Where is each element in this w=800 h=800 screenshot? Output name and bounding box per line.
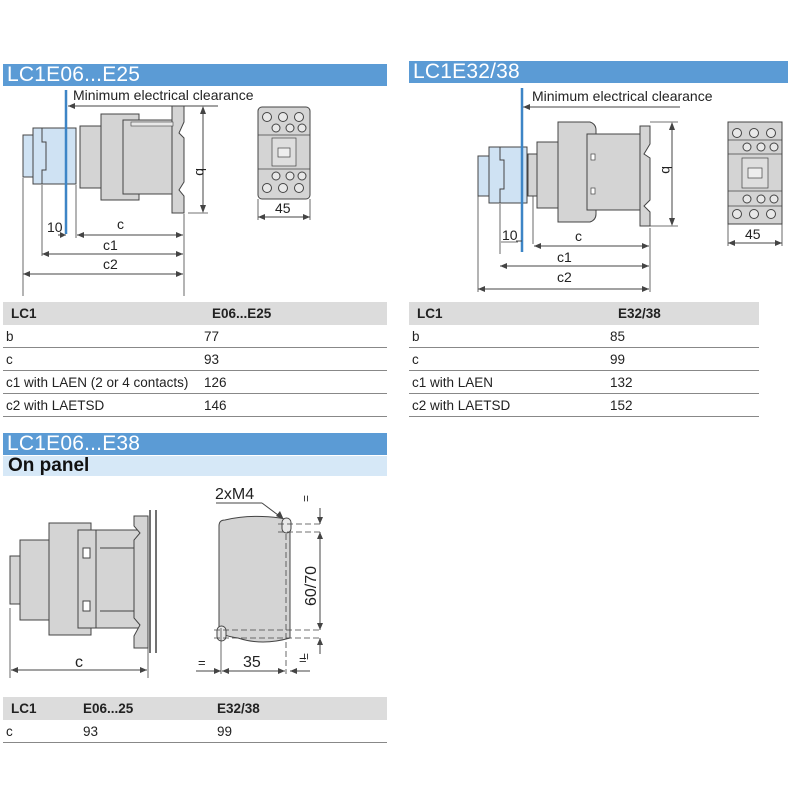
row-value: 85 bbox=[610, 325, 759, 348]
table-header-range: E32/38 bbox=[610, 302, 759, 325]
table-header-lc1: LC1 bbox=[409, 302, 610, 325]
dim-height-label: 60/70 bbox=[303, 566, 320, 606]
row-value: 132 bbox=[610, 370, 759, 394]
dim-c-label: c bbox=[117, 216, 124, 232]
row-label: c1 with LAEN bbox=[409, 370, 610, 394]
section-title-lc1e06-e38: LC1E06...E38 bbox=[3, 433, 387, 455]
row-value: 152 bbox=[610, 393, 759, 417]
row-label: b bbox=[409, 325, 610, 348]
dim-c1-label: c1 bbox=[103, 237, 118, 253]
clearance-label: Minimum electrical clearance bbox=[73, 87, 254, 103]
dim-c1-label: c1 bbox=[557, 249, 572, 265]
dim-c-label: c bbox=[575, 228, 582, 244]
dim-10-label: 10 bbox=[502, 227, 518, 243]
dim-10-label: 10 bbox=[47, 219, 63, 235]
dim-width-label: 45 bbox=[745, 226, 761, 242]
equal-mark-top: = bbox=[299, 495, 313, 502]
clearance-label: Minimum electrical clearance bbox=[532, 88, 713, 104]
row-label: b bbox=[3, 325, 204, 348]
equal-mark-right: = bbox=[299, 652, 307, 667]
row-label: c2 with LAETSD bbox=[3, 393, 204, 417]
dim-width-label: 35 bbox=[243, 654, 261, 671]
table-header-range: E06...E25 bbox=[204, 302, 387, 325]
table-header-lc1: LC1 bbox=[3, 302, 204, 325]
row-label: c1 with LAEN (2 or 4 contacts) bbox=[3, 370, 204, 394]
section-title-lc1e32-38: LC1E32/38 bbox=[409, 61, 788, 83]
row-value: 126 bbox=[204, 370, 387, 394]
panel-mounting-drawing: c 2xM4 60/70 = = 35 = = bbox=[9, 486, 323, 678]
row-label: c2 with LAETSD bbox=[409, 393, 610, 417]
row-label: c bbox=[3, 720, 77, 743]
row-value: 77 bbox=[204, 325, 387, 348]
dim-width-label: 45 bbox=[275, 200, 291, 216]
dim-c2-label: c2 bbox=[557, 269, 572, 285]
dimension-drawing-lc1e06-e25: Minimum electrical clearance b 10 c c1 c… bbox=[22, 87, 311, 296]
dim-b-label: b bbox=[659, 166, 675, 174]
equal-mark-bottom: = bbox=[299, 653, 313, 660]
table-header-e06-25: E06...25 bbox=[77, 697, 211, 720]
dimensions-table-on-panel: LC1 E06...25 E32/38 c 93 99 bbox=[3, 697, 387, 743]
row-value-e32-38: 99 bbox=[211, 720, 387, 743]
row-value: 93 bbox=[204, 347, 387, 371]
section-title-lc1e06-e25: LC1E06...E25 bbox=[3, 64, 387, 86]
row-value: 146 bbox=[204, 393, 387, 417]
dim-c-label: c bbox=[75, 654, 83, 671]
table-header-e32-38: E32/38 bbox=[211, 697, 387, 720]
table-row: c1 with LAEN (2 or 4 contacts)126 bbox=[3, 370, 387, 394]
section-subtitle-on-panel: On panel bbox=[3, 456, 387, 476]
equal-mark-left: = bbox=[198, 655, 206, 670]
row-value-e06-25: 93 bbox=[77, 720, 211, 743]
row-label: c bbox=[409, 347, 610, 371]
screw-label: 2xM4 bbox=[215, 486, 254, 503]
row-value: 99 bbox=[610, 347, 759, 371]
dimension-drawing-lc1e32-38: Minimum electrical clearance b 10 c c1 c… bbox=[477, 88, 783, 292]
row-label: c bbox=[3, 347, 204, 371]
dim-c2-label: c2 bbox=[103, 256, 118, 272]
table-row: c 93 99 bbox=[3, 720, 387, 743]
dim-b-label: b bbox=[193, 168, 209, 176]
table-header-lc1: LC1 bbox=[3, 697, 77, 720]
